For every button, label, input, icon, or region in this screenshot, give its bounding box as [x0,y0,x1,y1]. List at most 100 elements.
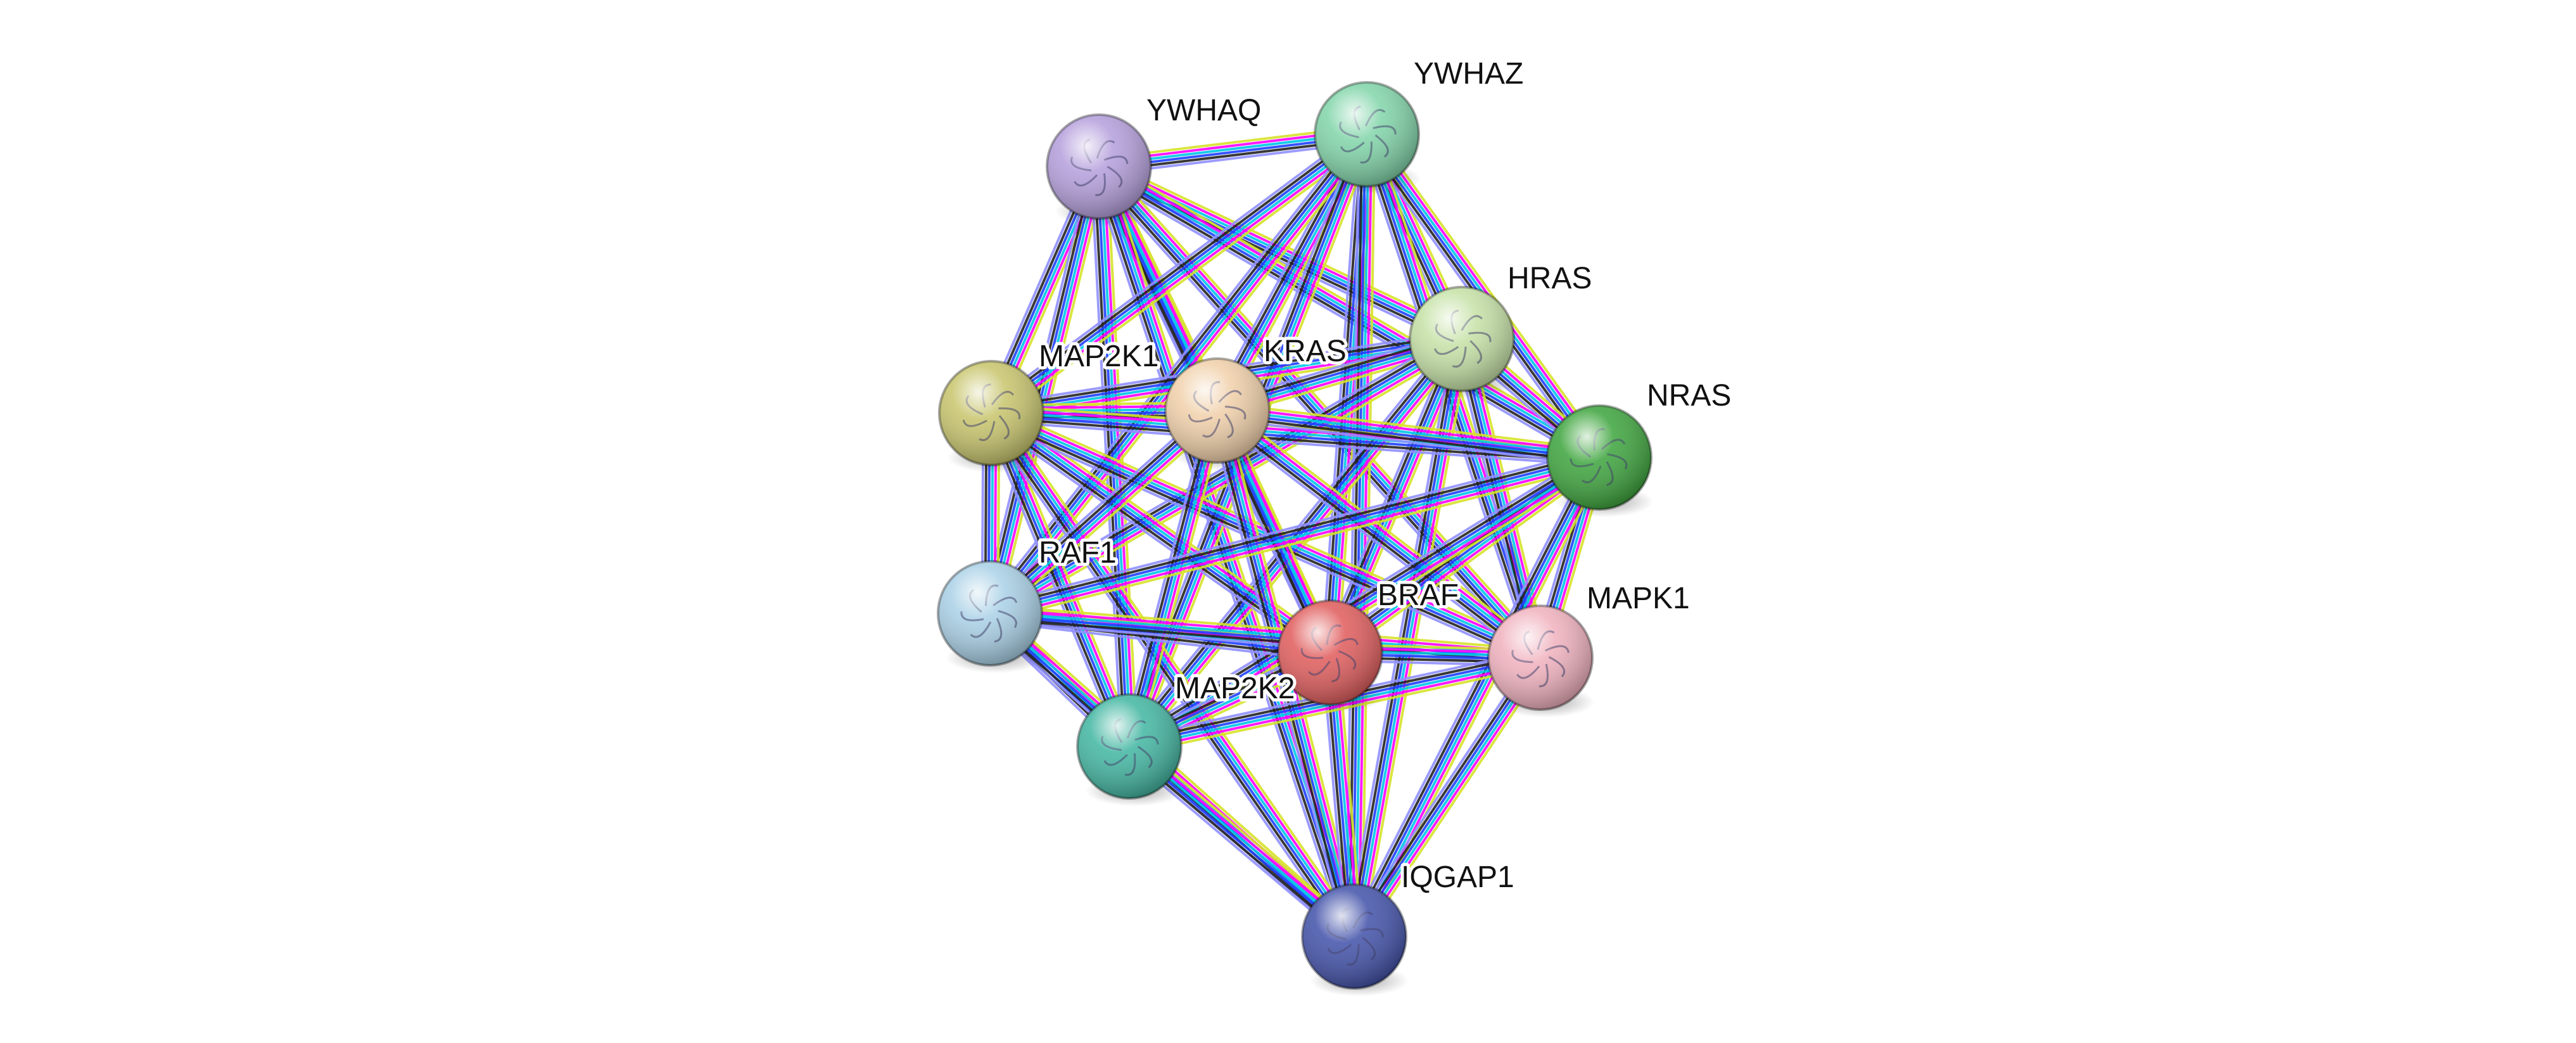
node-ywhaz[interactable] [1314,81,1421,195]
node-gloss [1165,359,1269,463]
edge-line [996,407,1362,933]
node-gloss [1077,694,1181,798]
node-gloss [1278,601,1382,705]
edge-line [1357,134,1373,937]
edge-line [1126,452,1598,744]
edge-line [1348,454,1597,935]
edge-map2k1-iqgap1 [984,407,1362,942]
edge-line [989,413,1354,938]
edge-line [1105,166,1139,746]
edge-line [996,168,1108,616]
edge-line [1221,403,1546,653]
edge-line [1217,408,1542,658]
edge-line [1219,406,1544,655]
edge-line [993,167,1105,615]
edge-line [1103,160,1547,653]
node-gloss [1315,82,1419,186]
node-gloss [939,361,1043,465]
edge-line [1100,161,1602,455]
node-ywhaq[interactable] [1046,113,1153,227]
edge-line [987,448,1598,607]
edge-line [986,415,1352,940]
node-label-map2k2: MAP2K2 [1175,672,1295,705]
edge-line [993,137,1371,418]
edge-line [991,411,1357,937]
node-kras[interactable] [1164,357,1272,471]
node-label-nras: NRAS [1647,379,1731,413]
edge-line [989,132,1367,413]
node-raf1[interactable] [937,560,1044,674]
node-gloss [1302,885,1406,989]
edge-line [990,604,1542,651]
node-label-ywhaz: YWHAZ [1414,57,1523,91]
edge-line [990,607,1541,655]
edge-line [1124,449,1596,741]
node-label-kras: KRAS [1264,335,1347,368]
edge-line [987,129,1365,411]
edge-line [1217,411,1599,461]
edge-line [991,407,1600,454]
edge-line [991,461,1601,620]
node-label-ywhaq: YWHAQ [1146,94,1261,127]
edge-line [990,458,1601,617]
node-label-hras: HRAS [1507,262,1592,295]
edge-line [1216,417,1599,467]
edge-line [991,416,1599,464]
edge-line [994,606,1361,932]
edge-line [1134,343,1469,753]
node-nras[interactable] [1546,404,1654,518]
edge-line [1351,456,1599,937]
edge-line [984,416,1349,942]
node-map2k2[interactable] [1076,693,1184,807]
node-gloss [1547,406,1651,509]
edge-line [991,134,1369,416]
edge-line [994,409,1359,935]
edge-line [1218,401,1601,451]
node-label-braf: BRAF [1378,579,1459,612]
node-label-raf1: RAF1 [1039,536,1117,570]
node-gloss [1047,115,1151,219]
edge-nras-raf1 [987,448,1602,623]
edge-line [993,345,1467,622]
node-map2k1[interactable] [938,360,1046,473]
edge-layer [980,125,1608,944]
edge-line [988,451,1599,610]
edge-line [989,620,1329,662]
edge-line [1354,134,1370,937]
edge-line [987,165,1099,613]
edge-line [1351,134,1367,937]
node-gloss [938,561,1042,665]
edge-line [991,413,1599,461]
edge-line [1217,407,1600,458]
edge-line [1127,455,1599,746]
node-layer [937,81,1654,997]
edge-ywhaq-raf1 [980,164,1108,616]
edge-line [990,167,1102,615]
edge-line [995,139,1373,421]
edge-kras-nras [1216,401,1601,467]
node-braf[interactable] [1277,599,1385,713]
node-hras[interactable] [1409,286,1516,399]
edge-line [986,127,1363,408]
node-label-iqgap1: IQGAP1 [1401,861,1514,894]
node-mapk1[interactable] [1487,605,1595,718]
node-iqgap1[interactable] [1301,883,1409,997]
edge-line [990,419,1599,467]
edge-line [987,333,1461,611]
edge-ywhaz-map2k1 [986,127,1373,421]
edge-line [989,416,1539,663]
node-gloss [1488,606,1592,710]
edge-line [1216,414,1599,464]
node-label-map2k1: MAP2K1 [1039,340,1158,373]
edge-line [989,454,1599,613]
edge-line [1327,134,1367,653]
edge-line [987,132,1367,613]
edge-line [1346,453,1594,934]
edge-line [991,410,1600,458]
edge-line [991,464,1602,623]
node-gloss [1410,287,1514,391]
edge-line [1217,404,1601,454]
node-label-mapk1: MAPK1 [1587,582,1690,615]
